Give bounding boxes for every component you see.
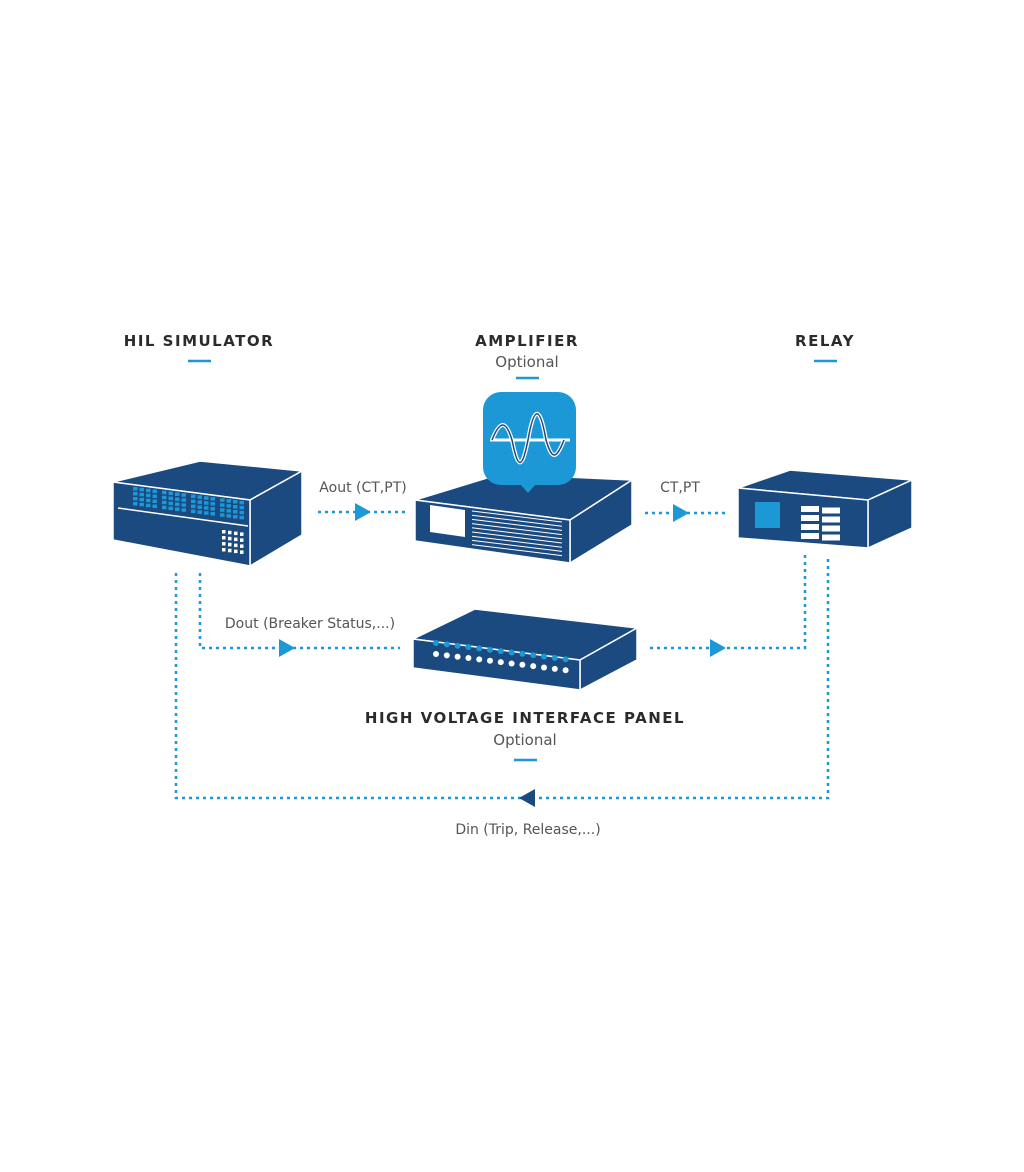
ctpt-label: CT,PT [660, 480, 700, 496]
amplifier-subtitle: Optional [495, 353, 558, 371]
din-connection [174, 555, 830, 807]
amplifier-title: AMPLIFIER [475, 332, 579, 350]
arrow-right-icon [673, 504, 689, 522]
hv-interface-panel-device [410, 608, 640, 692]
din-label: Din (Trip, Release,...) [455, 822, 600, 838]
arrow-left-icon [519, 789, 535, 807]
aout-label: Aout (CT,PT) [319, 480, 406, 496]
arrow-right-icon [279, 639, 295, 657]
waveform-icon [483, 392, 576, 493]
aout-connection [318, 503, 405, 521]
arrow-right-icon [710, 639, 726, 657]
ctpt-connection [645, 504, 728, 522]
hvip-title: HIGH VOLTAGE INTERFACE PANEL [365, 709, 685, 727]
hil-simulator-device [112, 460, 305, 568]
relay-device [737, 469, 915, 550]
hil-simulator-title: HIL SIMULATOR [124, 332, 274, 350]
relay-title: RELAY [795, 332, 855, 350]
dout-label: Dout (Breaker Status,...) [225, 616, 395, 632]
arrow-right-icon [355, 503, 371, 521]
hvip-subtitle: Optional [493, 731, 556, 749]
dout-connection [198, 555, 807, 657]
amplifier-device [414, 473, 635, 565]
